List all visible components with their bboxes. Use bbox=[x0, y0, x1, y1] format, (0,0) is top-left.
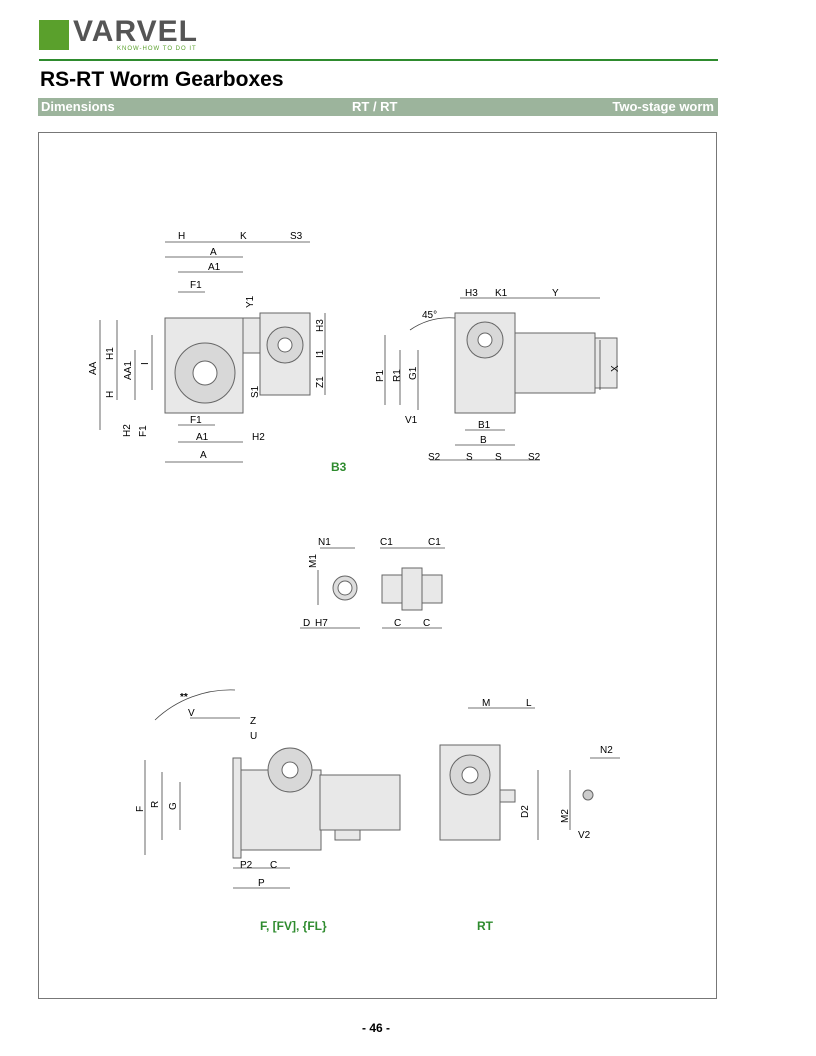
dim-S2-right: S2 bbox=[528, 452, 541, 463]
dim-N1: N1 bbox=[318, 537, 331, 548]
dim-K: K bbox=[240, 231, 247, 242]
dim-K1: K1 bbox=[495, 288, 508, 299]
dim-F1-left: F1 bbox=[138, 425, 149, 437]
dim-F: F bbox=[135, 805, 146, 812]
drawing-frame bbox=[38, 132, 717, 999]
dim-S-left: S bbox=[466, 452, 473, 463]
dim-S3: S3 bbox=[290, 231, 303, 242]
band-right: Two-stage worm bbox=[612, 99, 714, 114]
flange-motor bbox=[319, 774, 401, 831]
dim-N2: N2 bbox=[600, 745, 613, 756]
dim-C-left: C bbox=[394, 618, 402, 629]
dim-A1-bottom: A1 bbox=[196, 432, 209, 443]
dim-S1: S1 bbox=[250, 385, 261, 398]
dim-Z1: Z1 bbox=[315, 376, 326, 388]
dim-V1: V1 bbox=[405, 415, 418, 426]
dim-H2-left: H2 bbox=[122, 424, 133, 437]
dim-Y1: Y1 bbox=[245, 295, 256, 308]
dim-B: B bbox=[480, 435, 487, 446]
dim-P2: P2 bbox=[240, 860, 253, 871]
dim-I1: I1 bbox=[315, 349, 326, 358]
dim-stars: ** bbox=[180, 692, 188, 703]
dim-V2: V2 bbox=[578, 830, 591, 841]
dim-S2-left: S2 bbox=[428, 452, 441, 463]
caption-flange: F, [FV], {FL} bbox=[260, 919, 327, 933]
dim-C-right: C bbox=[423, 618, 431, 629]
gear-logo-icon bbox=[39, 20, 69, 50]
logo-tagline: KNOW-HOW TO DO IT bbox=[117, 46, 197, 52]
dim-Z: Z bbox=[250, 716, 257, 727]
caption-rt: RT bbox=[477, 919, 493, 933]
dim-H3-side: H3 bbox=[465, 288, 478, 299]
dim-Y: Y bbox=[552, 288, 559, 299]
dim-H7: H7 bbox=[315, 618, 328, 629]
dim-S-right: S bbox=[495, 452, 502, 463]
dim-X: X bbox=[610, 365, 621, 372]
dim-G1: G1 bbox=[408, 366, 419, 380]
header-rule bbox=[39, 59, 718, 61]
caption-b3: B3 bbox=[331, 460, 347, 474]
dim-P: P bbox=[258, 878, 265, 889]
dim-C1-right: C1 bbox=[428, 537, 441, 548]
dim-F1-top: F1 bbox=[190, 280, 202, 291]
dim-M1: M1 bbox=[308, 554, 319, 568]
dim-H1: H1 bbox=[105, 347, 116, 360]
band-left: Dimensions bbox=[41, 99, 115, 114]
dim-A1-top: A1 bbox=[208, 262, 221, 273]
dim-D2: D2 bbox=[520, 805, 531, 818]
dim-AA1: AA1 bbox=[123, 361, 134, 380]
dim-V: V bbox=[188, 708, 195, 719]
dim-H2-bottom: H2 bbox=[252, 432, 265, 443]
dim-B1: B1 bbox=[478, 420, 491, 431]
band-center: RT / RT bbox=[352, 99, 398, 114]
page-number: - 46 - bbox=[362, 1021, 391, 1035]
b3-motor bbox=[514, 332, 596, 394]
rt-key-detail bbox=[582, 789, 594, 801]
dim-G: G bbox=[168, 802, 179, 810]
section-band: Dimensions RT / RT Two-stage worm bbox=[38, 98, 718, 116]
dim-H-side: H bbox=[105, 390, 116, 398]
dim-F1-bottom: F1 bbox=[190, 415, 202, 426]
dim-H: H bbox=[178, 231, 186, 242]
dim-AA: AA bbox=[88, 361, 99, 375]
dim-L: L bbox=[526, 698, 532, 709]
dim-D: D bbox=[303, 618, 311, 629]
dim-C-flange: C bbox=[270, 860, 278, 871]
dim-P1: P1 bbox=[375, 369, 386, 382]
flange-plate bbox=[232, 757, 242, 859]
dim-M: M bbox=[482, 698, 491, 709]
dim-A-top: A bbox=[210, 247, 217, 258]
dim-C1-left: C1 bbox=[380, 537, 393, 548]
dim-angle-45: 45° bbox=[422, 310, 438, 321]
dim-U: U bbox=[250, 731, 258, 742]
dim-R: R bbox=[150, 800, 161, 808]
dim-R1: R1 bbox=[392, 369, 403, 382]
dim-M2: M2 bbox=[560, 809, 571, 823]
dim-I: I bbox=[140, 362, 151, 365]
logo-text: VARVEL bbox=[73, 15, 198, 48]
dim-A-bottom: A bbox=[200, 450, 207, 461]
varvel-logo: VARVEL KNOW-HOW TO DO IT bbox=[39, 15, 199, 54]
page-title: RS-RT Worm Gearboxes bbox=[40, 68, 284, 91]
dim-H3-front: H3 bbox=[315, 319, 326, 332]
